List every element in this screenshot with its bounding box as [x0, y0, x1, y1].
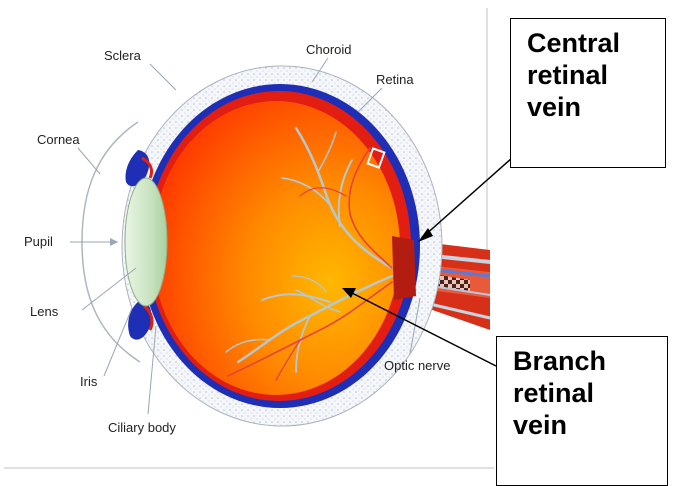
label-optic-nerve: Optic nerve: [384, 358, 450, 373]
label-ciliary-body: Ciliary body: [108, 420, 176, 435]
label-iris: Iris: [80, 374, 98, 389]
label-retina: Retina: [376, 72, 414, 87]
label-pupil: Pupil: [24, 234, 53, 249]
callout-central-line-1: Central: [527, 27, 651, 59]
callout-branch-line-2: retinal: [513, 377, 653, 409]
label-sclera: Sclera: [104, 48, 142, 63]
label-lens: Lens: [30, 304, 59, 319]
optic-disc: [392, 236, 416, 300]
lens-shape: [125, 178, 167, 306]
label-choroid: Choroid: [306, 42, 352, 57]
callout-central-retinal-vein: Central retinal vein: [510, 18, 666, 168]
label-cornea: Cornea: [37, 132, 80, 147]
callout-branch-line-3: vein: [513, 409, 653, 441]
callout-branch-retinal-vein: Branch retinal vein: [496, 336, 668, 486]
callout-central-line-2: retinal: [527, 59, 651, 91]
callout-branch-line-1: Branch: [513, 345, 653, 377]
callout-central-line-3: vein: [527, 91, 651, 123]
